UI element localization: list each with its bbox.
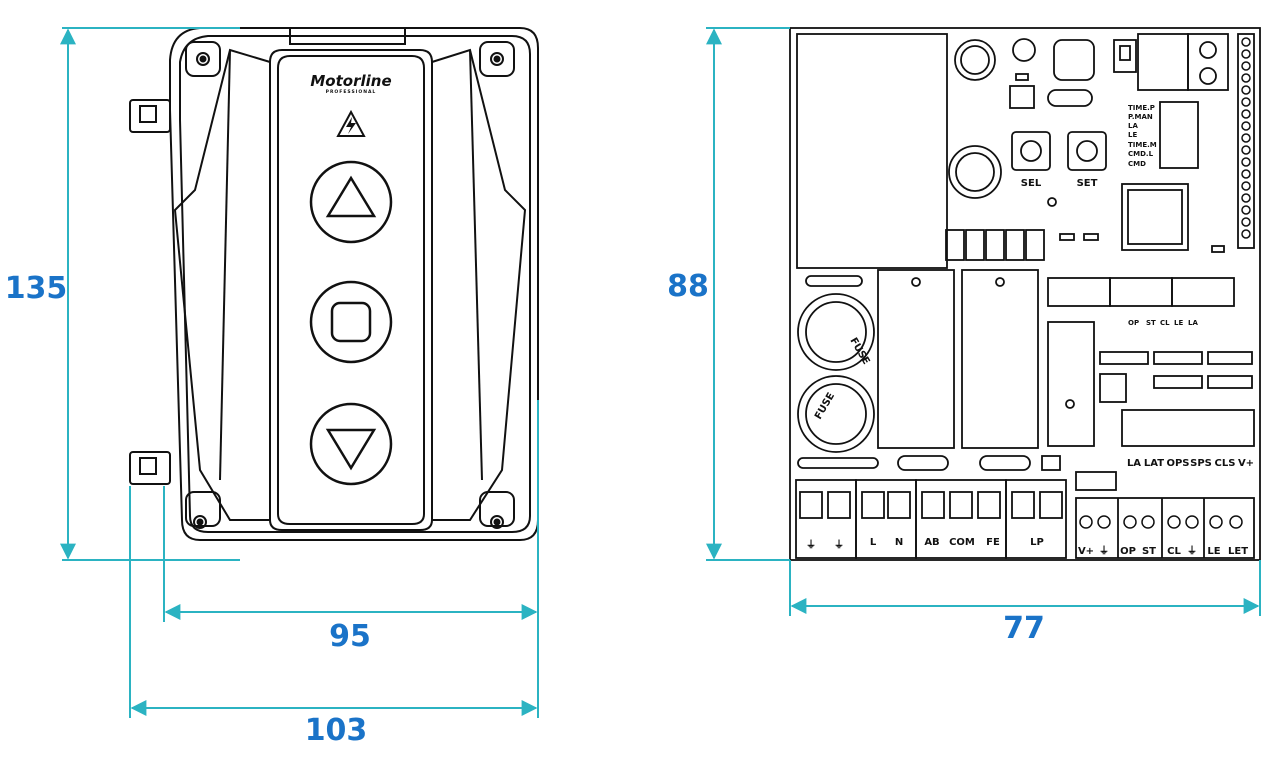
bottom-right-terminal-labels: V+ ⏚ OP ST CL ⏚ LE LET [1078, 545, 1248, 557]
bottom-left-terminal-labels: ⏚ ⏚ L N AB COM FE LP [806, 537, 1044, 551]
setting-label: LA [1128, 122, 1138, 130]
jumper-label: OPS [1166, 458, 1189, 469]
brand-logo: Motorline [310, 72, 391, 90]
terminal-label: ⏚ [806, 539, 816, 551]
setting-label: TIME.P [1128, 104, 1155, 112]
terminal-label: LET [1228, 546, 1248, 557]
screw-terminals [1079, 515, 1243, 529]
terminal-label: FE [986, 537, 1000, 548]
setting-label: TIME.M [1128, 141, 1157, 149]
led-label: CL [1160, 319, 1170, 327]
terminal-label: AB [924, 537, 939, 548]
terminal-label: V+ [1078, 546, 1094, 557]
jumper-labels: LA LAT OPS SPS CLS V+ [1127, 458, 1254, 469]
jumper-label: V+ [1238, 458, 1254, 469]
dimension-guides-left [60, 27, 539, 718]
sel-button-label: SEL [1021, 178, 1042, 189]
terminal-label: COM [949, 537, 975, 548]
settings-list: TIME.P P.MAN LA LE TIME.M CMD.L CMD [1128, 104, 1157, 168]
terminal-label: ST [1142, 546, 1156, 557]
terminal-label: ⏚ [1187, 545, 1197, 557]
jumper-label: SPS [1190, 458, 1212, 469]
stop-square-icon [330, 301, 372, 343]
led-label: OP [1128, 319, 1139, 327]
setting-label: P.MAN [1128, 113, 1153, 121]
terminal-label: ⏚ [1099, 545, 1109, 557]
pcb-board [789, 27, 1261, 561]
led-label: LE [1174, 319, 1183, 327]
height-dimension-label: 135 [5, 271, 68, 306]
inner-width-dimension-label: 95 [329, 619, 371, 654]
up-arrow-icon [325, 175, 377, 218]
terminal-label: N [895, 537, 903, 548]
led-label: LA [1188, 319, 1198, 327]
header-pins [1241, 37, 1251, 239]
enclosure-drawing [129, 27, 539, 541]
board-width-dimension-label: 77 [1003, 611, 1045, 646]
setting-label: CMD [1128, 160, 1146, 168]
fuse-label-bottom: FUSE [813, 391, 837, 422]
jumper-label: LA [1127, 458, 1141, 469]
up-button[interactable] [309, 160, 393, 244]
terminal-label: CL [1167, 546, 1181, 557]
down-arrow-icon [325, 428, 377, 471]
jumper-label: CLS [1215, 458, 1236, 469]
terminal-label: LE [1207, 546, 1220, 557]
led-row-labels: OP ST CL LE LA [1128, 319, 1198, 327]
brand-subtitle: PROFESSIONAL [326, 89, 377, 95]
led-label: ST [1146, 319, 1156, 327]
terminal-label: OP [1120, 546, 1136, 557]
outer-width-dimension-label: 103 [305, 713, 368, 748]
terminal-label: LP [1030, 537, 1044, 548]
dimension-guides-right [706, 27, 1261, 616]
high-voltage-icon [336, 109, 366, 137]
stop-button[interactable] [309, 280, 393, 364]
down-button[interactable] [309, 402, 393, 486]
setting-label: CMD.L [1128, 150, 1154, 158]
setting-label: LE [1128, 131, 1137, 139]
terminal-label: ⏚ [834, 539, 844, 551]
board-height-dimension-label: 88 [667, 269, 709, 304]
set-button-label: SET [1077, 178, 1098, 189]
terminal-label: L [870, 537, 877, 548]
jumper-label: LAT [1144, 458, 1164, 469]
